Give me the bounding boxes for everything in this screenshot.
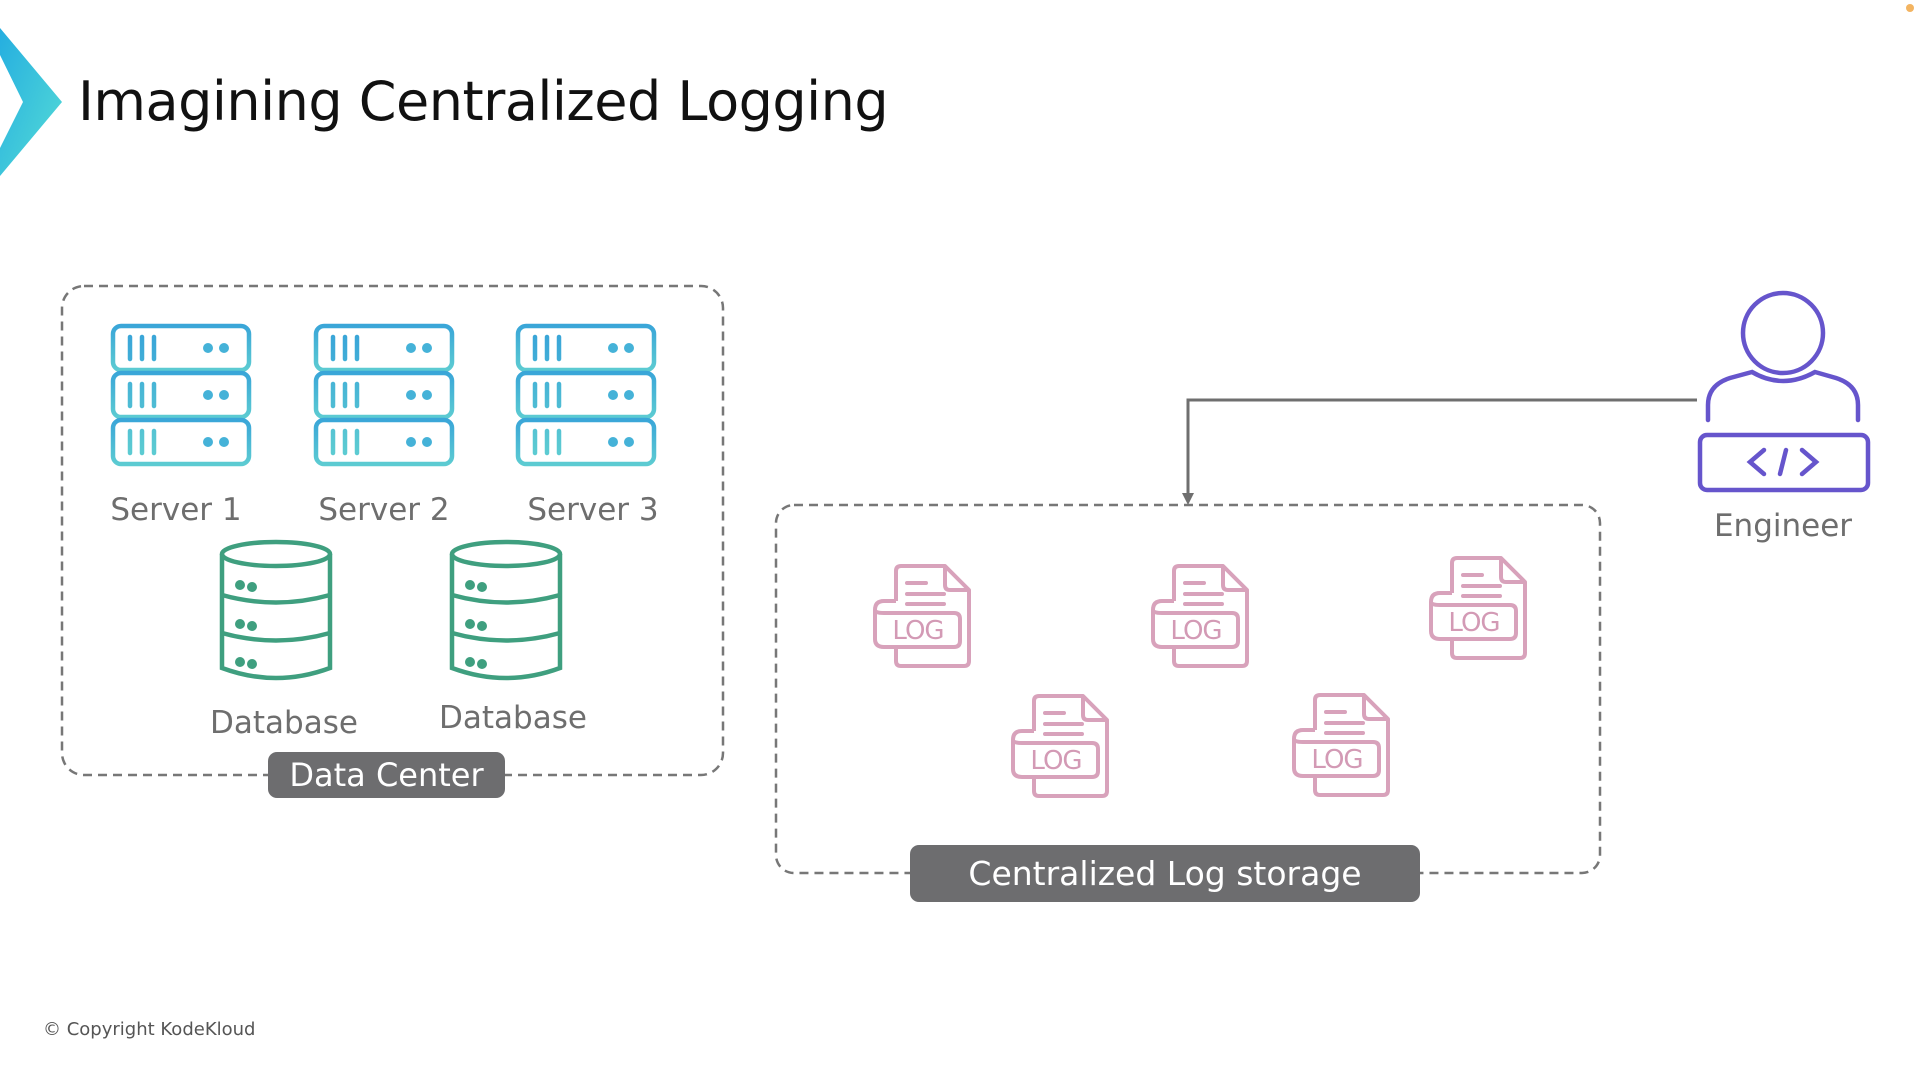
- server-icon: [113, 326, 249, 464]
- database-icon: [222, 542, 330, 678]
- data-center-badge: Data Center: [268, 752, 505, 798]
- engineer-label: Engineer: [1713, 508, 1853, 544]
- brand-chevron-icon: [0, 28, 62, 176]
- database-label: Database: [210, 705, 358, 741]
- log-storage-container: [774, 503, 1602, 875]
- database-label: Database: [439, 700, 587, 736]
- server-icon: [316, 326, 452, 464]
- server-icon: [518, 326, 654, 464]
- centralized-log-storage-badge: Centralized Log storage: [910, 845, 1420, 902]
- engineer-to-storage-connector: [1186, 398, 1697, 495]
- log-file-text: LOG: [892, 616, 944, 646]
- server-label: Server 2: [318, 492, 450, 528]
- database-icon: [452, 542, 560, 678]
- slide-title: Imagining Centralized Logging: [78, 70, 889, 133]
- arrowhead-icon: [1182, 493, 1194, 505]
- data-center-container: [60, 284, 725, 777]
- log-file-text: LOG: [1311, 745, 1363, 775]
- server-label: Server 1: [110, 492, 242, 528]
- engineer-icon: [1697, 290, 1871, 493]
- recording-indicator-dot: [1906, 4, 1914, 12]
- log-file-text: LOG: [1448, 608, 1500, 638]
- log-file-text: LOG: [1170, 616, 1222, 646]
- copyright-footer: © Copyright KodeKloud: [43, 1019, 256, 1040]
- log-file-text: LOG: [1030, 746, 1082, 776]
- server-label: Server 3: [527, 492, 659, 528]
